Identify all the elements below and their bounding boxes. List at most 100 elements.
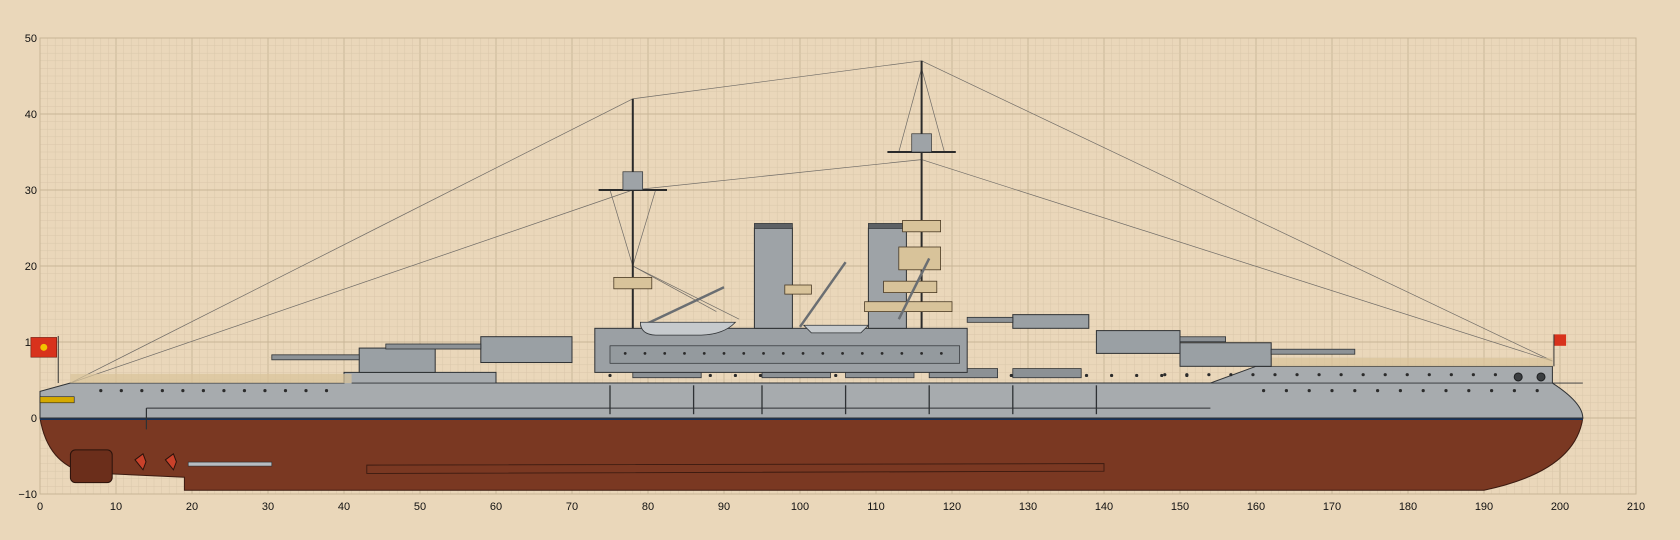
porthole: [663, 352, 667, 355]
porthole: [821, 352, 825, 355]
rudder: [69, 449, 113, 484]
porthole: [1207, 373, 1211, 377]
searchlight-platform: [784, 284, 812, 295]
rigging-line: [921, 68, 945, 153]
porthole: [834, 373, 838, 378]
porthole: [1084, 373, 1089, 378]
y-tick-label: 30: [25, 185, 37, 197]
boat-crane: [798, 261, 847, 328]
porthole: [181, 389, 185, 393]
x-tick-label: 40: [338, 501, 350, 513]
rigging-line: [632, 265, 740, 320]
rigging-line: [632, 60, 922, 100]
deck-rail: [1256, 357, 1553, 367]
x-tick-label: 80: [642, 501, 654, 513]
gun-barrel: [1179, 336, 1226, 343]
porthole: [643, 352, 647, 355]
porthole: [920, 352, 923, 355]
porthole: [1535, 389, 1539, 393]
y-tick-label: 50: [25, 33, 37, 45]
porthole: [1471, 373, 1475, 377]
porthole: [708, 373, 712, 378]
porthole: [758, 373, 763, 378]
porthole: [1009, 373, 1013, 378]
y-tick-label: 0: [31, 413, 37, 425]
porthole: [160, 389, 164, 393]
porthole: [1353, 389, 1357, 393]
main-turret: [1012, 314, 1090, 329]
porthole: [1512, 389, 1516, 393]
porthole: [781, 352, 785, 355]
x-axis: 0 10 20 30 40 50 60 70 80 90 100 110 120…: [37, 501, 1645, 513]
porthole: [1490, 389, 1494, 393]
gun-barrel: [385, 343, 482, 350]
porthole: [1317, 373, 1321, 377]
propeller: [164, 452, 177, 471]
porthole: [722, 352, 726, 355]
porthole: [140, 389, 144, 393]
gun-barrel: [271, 354, 360, 361]
battleship-profile: [30, 60, 1584, 491]
porthole: [1307, 389, 1311, 393]
gun-barrel: [1270, 348, 1356, 355]
fighting-top: [902, 219, 941, 233]
x-tick-label: 140: [1095, 501, 1113, 513]
porthole: [1376, 389, 1380, 393]
porthole: [1421, 389, 1425, 393]
rigging-line: [921, 159, 1553, 362]
porthole: [1398, 389, 1402, 393]
rigging-line: [70, 98, 633, 384]
porthole: [880, 352, 884, 355]
porthole: [1427, 373, 1431, 377]
funnel-cap: [868, 223, 907, 229]
porthole: [201, 389, 205, 393]
porthole: [1160, 373, 1164, 378]
porthole: [263, 389, 267, 393]
porthole: [841, 352, 844, 355]
derrick: [897, 257, 931, 320]
x-tick-label: 90: [718, 501, 730, 513]
anchor-hawse: [1536, 372, 1546, 382]
main-turret: [480, 336, 573, 364]
propeller-shaft: [187, 461, 273, 467]
x-tick-label: 190: [1475, 501, 1493, 513]
jack-flag: [1553, 334, 1567, 346]
porthole: [1185, 373, 1189, 377]
rigging-line: [898, 68, 922, 153]
bilge-keel: [366, 463, 1105, 474]
y-tick-label: −10: [18, 489, 37, 501]
rigging-line: [70, 189, 633, 384]
porthole: [1295, 373, 1299, 377]
porthole: [1444, 389, 1448, 393]
porthole: [119, 389, 123, 393]
x-tick-label: 70: [566, 501, 578, 513]
bridge: [898, 246, 941, 271]
ships-boat: [639, 321, 737, 336]
porthole: [1229, 373, 1233, 377]
deck-rail: [70, 373, 352, 384]
porthole: [702, 352, 706, 355]
x-tick-label: 160: [1247, 501, 1265, 513]
anchor-hawse: [1513, 372, 1523, 382]
rigging-line: [632, 265, 717, 312]
porthole: [1330, 389, 1334, 393]
main-turret: [358, 347, 436, 373]
porthole: [1110, 373, 1114, 378]
propeller: [134, 452, 147, 471]
porthole: [1383, 373, 1387, 377]
x-tick-label: 50: [414, 501, 426, 513]
main-turret: [1179, 342, 1272, 367]
ships-boat: [802, 324, 870, 334]
porthole: [608, 373, 612, 378]
stern-walk: [39, 396, 75, 404]
x-tick-label: 60: [490, 501, 502, 513]
funnel-cap: [754, 223, 793, 229]
porthole: [900, 352, 904, 355]
x-tick-label: 20: [186, 501, 198, 513]
casemate-gun: [1012, 368, 1082, 379]
x-tick-label: 170: [1323, 501, 1341, 513]
y-axis: 50 40 30 20 10 0 −10: [18, 33, 37, 501]
bridge: [883, 280, 938, 294]
